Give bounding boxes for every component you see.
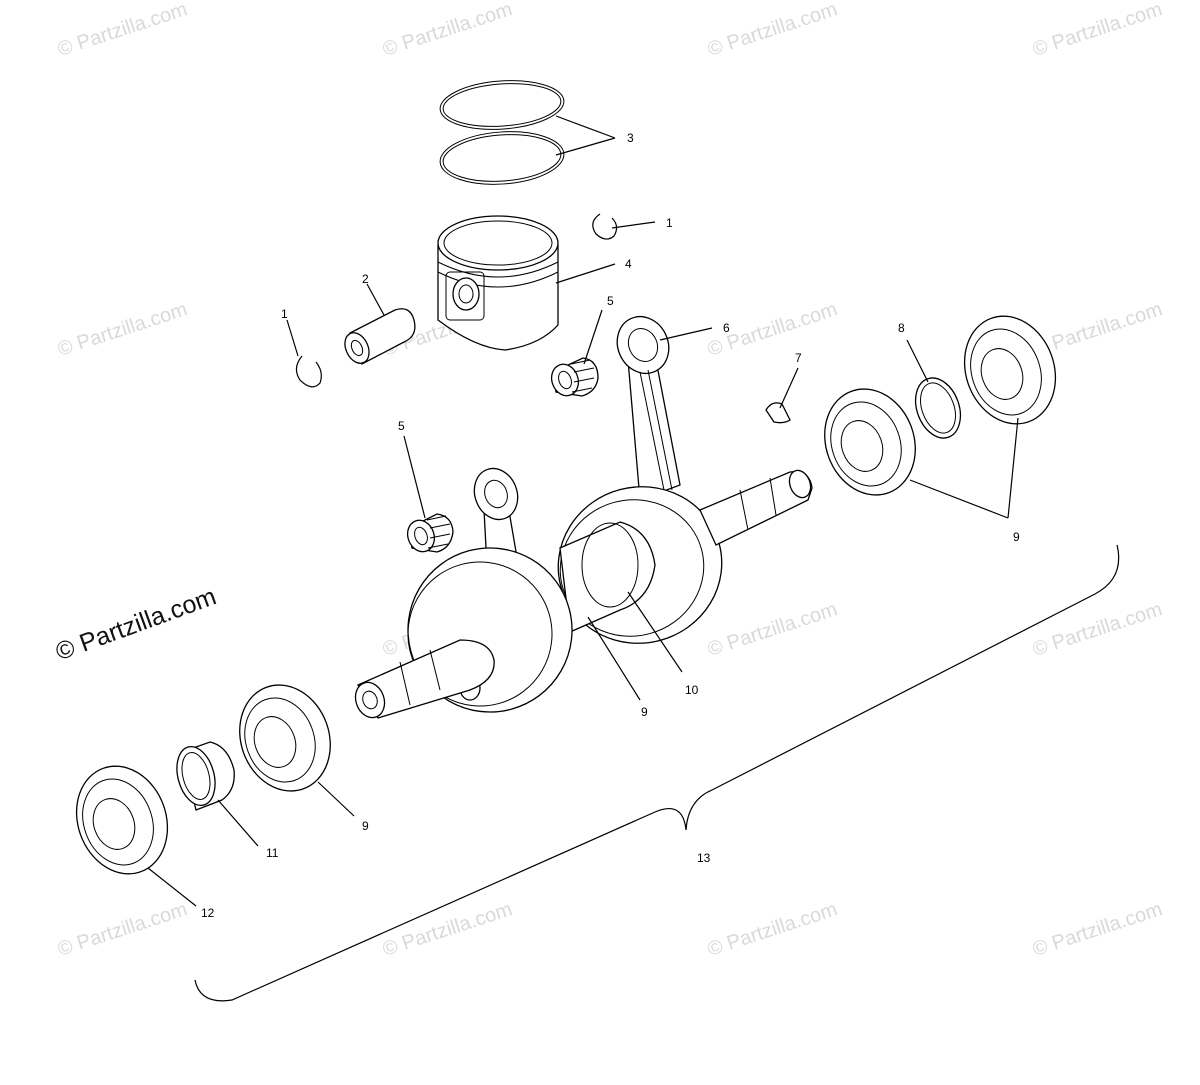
bearing-right-inner: [824, 388, 916, 496]
callout-8: 8: [898, 321, 905, 335]
piston-pin: [344, 308, 416, 365]
callout-4: 4: [625, 257, 632, 271]
oil-seal-left: [75, 765, 169, 875]
circlip-left: [295, 355, 322, 388]
callout-13: 13: [697, 851, 711, 865]
piston: [437, 215, 559, 351]
crankshaft: [354, 469, 813, 719]
callout-5: 5: [398, 419, 405, 433]
callout-3: 3: [627, 131, 634, 145]
piston-ring-top: [439, 80, 565, 130]
callout-9: 9: [362, 819, 369, 833]
callout-2: 2: [362, 272, 369, 286]
connecting-rod-right: [616, 316, 681, 501]
callout-1: 1: [281, 307, 288, 321]
callout-9: 9: [641, 705, 648, 719]
piston-ring-bottom: [439, 131, 565, 185]
callout-9: 9: [1013, 530, 1020, 544]
needle-bearing-upper: [550, 357, 599, 397]
bearing-left-inner: [239, 684, 331, 792]
circlip-right: [592, 213, 618, 240]
leader-lines: [147, 115, 1019, 907]
needle-bearing-lower: [406, 513, 454, 553]
spacer-collar: [176, 741, 235, 811]
callout-12: 12: [201, 906, 215, 920]
oil-seal-right: [963, 315, 1057, 425]
callout-11: 11: [266, 846, 279, 860]
callout-5: 5: [607, 294, 614, 308]
callout-1: 1: [666, 216, 673, 230]
callout-6: 6: [723, 321, 730, 335]
woodruff-key: [765, 402, 791, 424]
callout-10: 10: [685, 683, 699, 697]
callout-7: 7: [795, 351, 802, 365]
shim-washer: [914, 377, 962, 439]
assembly-brace: [194, 544, 1120, 1002]
